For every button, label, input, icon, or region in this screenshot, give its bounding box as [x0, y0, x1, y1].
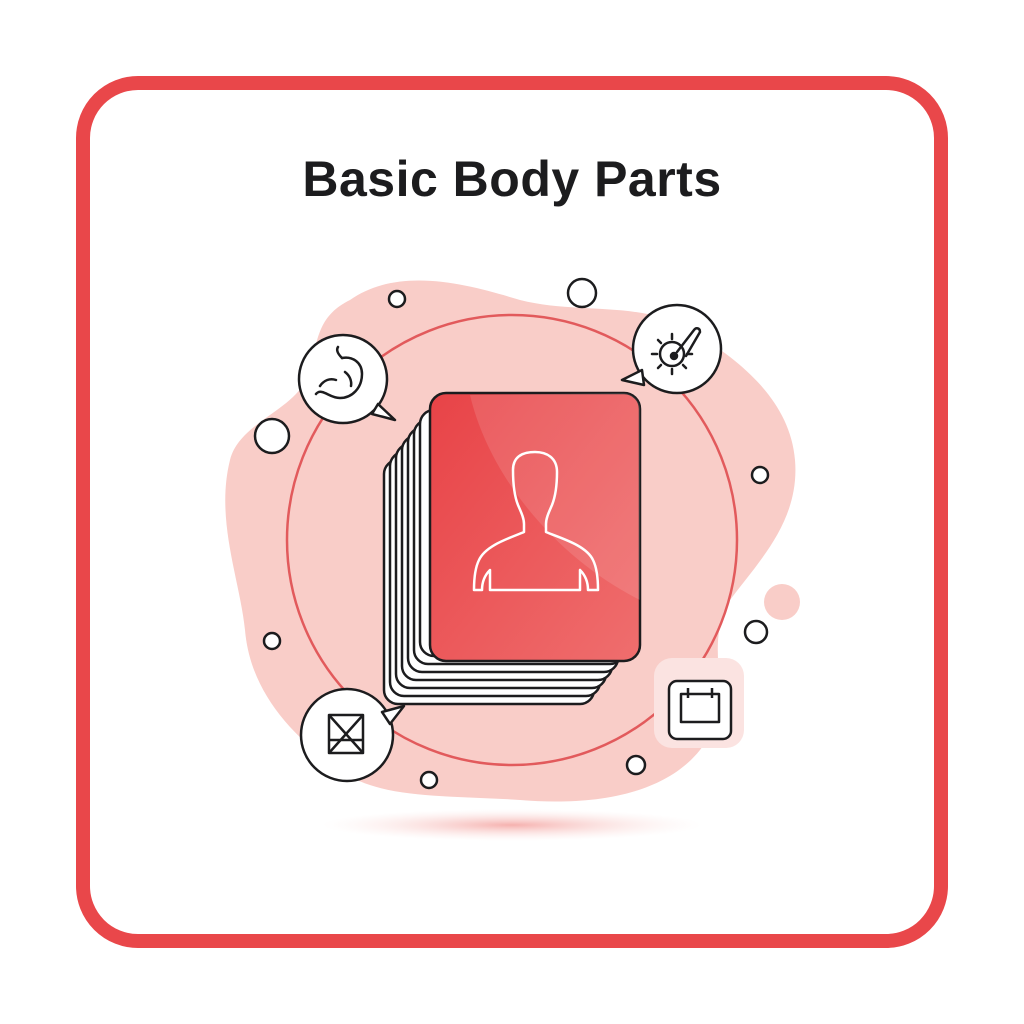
thermometer-bubble — [620, 303, 723, 395]
bubble-tail — [380, 704, 406, 726]
orbit-ring — [285, 313, 739, 767]
thermometer-gear-icon — [650, 327, 702, 376]
front-card — [428, 391, 642, 663]
bubble-tail — [620, 368, 646, 387]
ground-shadow — [322, 809, 702, 841]
decorative-dots — [253, 277, 770, 790]
calendar-icon — [667, 679, 733, 741]
envelope-icon — [327, 713, 365, 755]
page-title: Basic Body Parts — [302, 151, 722, 207]
person-silhouette-icon — [472, 450, 600, 592]
bubble-tail — [370, 402, 397, 422]
stomach-bubble — [297, 333, 397, 425]
blob-dot — [764, 584, 800, 620]
stomach-icon — [314, 345, 364, 400]
